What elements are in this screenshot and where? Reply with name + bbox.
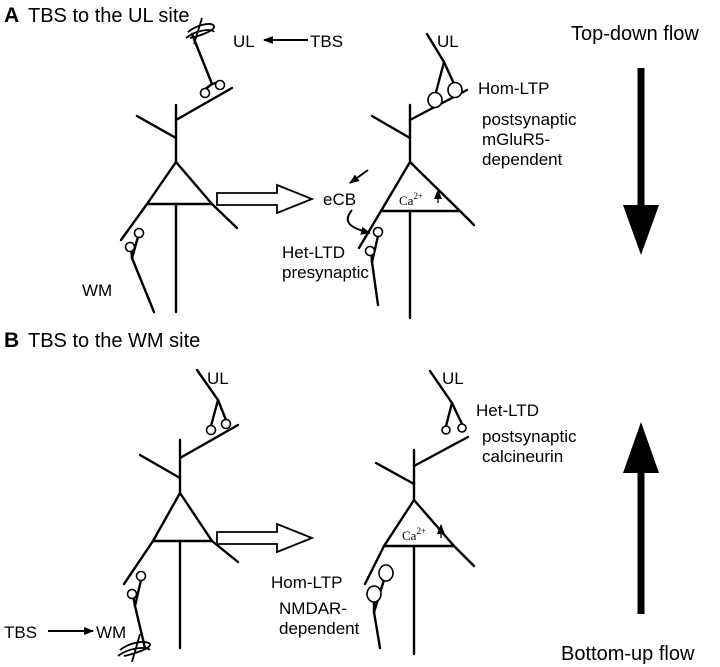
- panel-b-title: TBS to the WM site: [28, 330, 200, 352]
- ecb-arrow-down: [346, 209, 371, 235]
- panel-b-dependent-label: dependent: [279, 619, 360, 638]
- neuron-a-left: [119, 17, 239, 314]
- bottom-up-flow-label: Bottom-up flow: [561, 643, 695, 665]
- panel-a-postsynaptic-label: postsynaptic: [482, 110, 577, 129]
- panel-b-ul-label: UL: [207, 369, 229, 388]
- panel-a-letter: A: [4, 4, 19, 27]
- panel-a-ca-label: Ca2+: [399, 191, 423, 208]
- down-arrow: [623, 205, 659, 255]
- panel-a-het-ltd-label: Het-LTD: [282, 243, 345, 262]
- panel-b-calcineurin-label: calcineurin: [482, 447, 563, 466]
- panel-b-nmdar-label: NMDAR-: [279, 599, 347, 618]
- panel-b-stim-tbs-label: TBS: [4, 623, 37, 642]
- neuron-a-right: [357, 32, 476, 320]
- panel-a-hom-ltp-label: Hom-LTP: [478, 79, 549, 98]
- transition-arrow-b: [216, 522, 315, 554]
- transition-arrow-a: [216, 183, 315, 215]
- up-arrow: [623, 422, 659, 473]
- panel-b-stim-wm-label: WM: [96, 623, 126, 642]
- panel-a-presynaptic-label: presynaptic: [282, 263, 369, 282]
- top-down-flow-label: Top-down flow: [571, 23, 699, 45]
- panel-a-stim-tbs-label: TBS: [310, 32, 343, 51]
- panel-b-letter: B: [4, 329, 19, 352]
- panel-b-right-ul-label: UL: [442, 369, 464, 388]
- panel-a-title: TBS to the UL site: [28, 5, 190, 27]
- neuron-b-left: [117, 368, 240, 663]
- panel-b-hom-ltp-label: Hom-LTP: [271, 573, 342, 592]
- panel-b-postsynaptic-label: postsynaptic: [482, 427, 577, 446]
- panel-a-right-ul-label: UL: [437, 32, 459, 51]
- panel-a-mglur5-label: mGluR5-: [482, 130, 550, 149]
- panel-a-wm-label: WM: [82, 281, 112, 300]
- panel-b-het-ltd-label: Het-LTD: [476, 401, 539, 420]
- panel-a-stim-ul-label: UL: [233, 32, 255, 51]
- panel-a-ecb-label: eCB: [323, 190, 356, 209]
- neuron-b-right: [363, 369, 476, 656]
- panel-a-dependent-label: dependent: [482, 150, 563, 169]
- panel-b-ca-label: Ca2+: [402, 526, 426, 543]
